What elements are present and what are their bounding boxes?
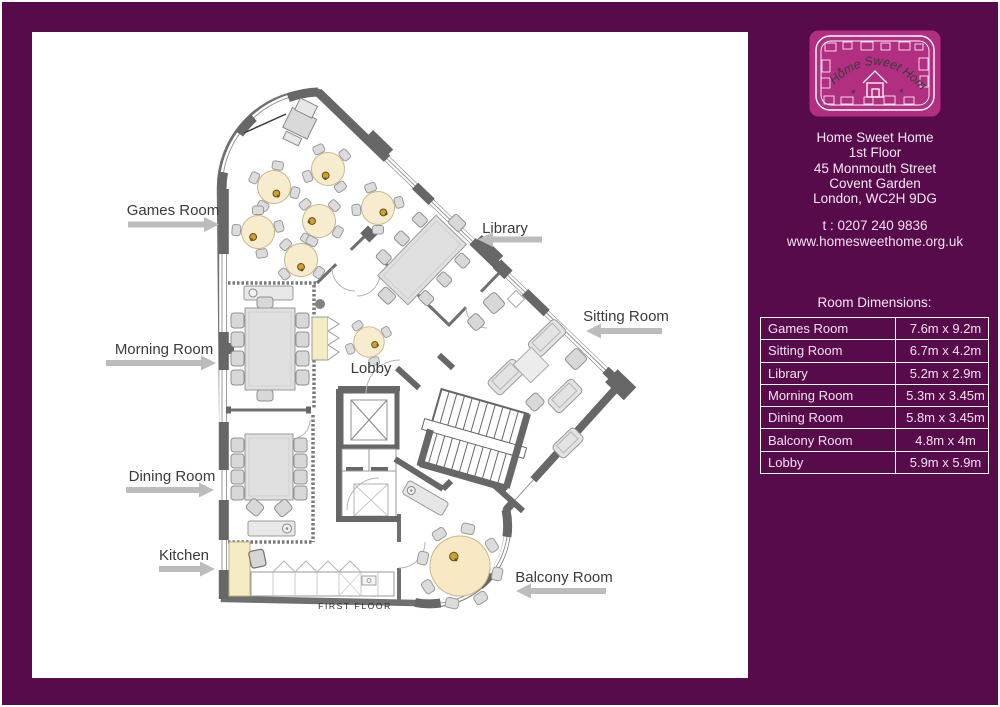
- info-panel: Home Sweet Home * * * Home Sweet Home 1st …: [748, 2, 998, 705]
- games-room-furniture: [225, 97, 413, 297]
- room-size-cell: 5.2m x 2.9m: [909, 365, 982, 381]
- room-size-cell: 4.8m x 4m: [915, 432, 976, 448]
- contact-block: t : 0207 240 9836 www.homesweethome.org.…: [748, 218, 998, 249]
- logo-stars: * * *: [837, 65, 904, 101]
- home-sweet-home-logo: Home Sweet Home ***: [806, 19, 941, 117]
- piano: [282, 97, 319, 147]
- room-size-cell: 7.6m x 9.2m: [909, 321, 982, 337]
- room-name-cell: Morning Room: [761, 384, 896, 407]
- logo-doodle-rooms: [820, 41, 929, 105]
- table-row: Morning Room 5.3m x 3.45m: [761, 383, 988, 407]
- arrow-balcony-room: [516, 583, 606, 599]
- arrow-dining-room: [126, 482, 214, 498]
- room-name-cell: Balcony Room: [761, 429, 896, 451]
- room-name-cell: Dining Room: [761, 407, 896, 429]
- label-balcony-room: Balcony Room: [515, 569, 613, 586]
- room-labels: Games Room Morning Room Dining Room Kitc…: [106, 202, 669, 611]
- arrow-morning-room: [106, 355, 216, 371]
- website-url: www.homesweethome.org.uk: [786, 233, 964, 249]
- table-row: Library 5.2m x 2.9m: [761, 361, 988, 384]
- table-row: Dining Room 5.8m x 3.45m: [761, 406, 988, 429]
- interior-walls: [226, 225, 513, 600]
- sitting-room-furniture: [467, 289, 587, 459]
- dining-room-furniture: [230, 433, 308, 537]
- label-morning-room: Morning Room: [115, 341, 213, 358]
- room-size-cell: 5.9m x 5.9m: [909, 454, 982, 470]
- phone-number: t : 0207 240 9836: [822, 218, 928, 234]
- room-name-cell: Games Room: [761, 318, 896, 340]
- label-lobby: Lobby: [351, 360, 392, 377]
- table-row: Sitting Room 6.7m x 4.2m: [761, 339, 988, 362]
- room-name-cell: Sitting Room: [761, 340, 896, 362]
- room-size-cell: 5.3m x 3.45m: [906, 388, 985, 404]
- address-line: 1st Floor: [848, 145, 902, 161]
- address-line: 45 Monmouth Street: [813, 160, 937, 176]
- shelving-cabinet: [311, 316, 340, 361]
- table-row: Games Room 7.6m x 9.2m: [761, 318, 988, 340]
- label-sitting-room: Sitting Room: [583, 308, 669, 325]
- room-name-cell: Library: [761, 362, 896, 384]
- label-library: Library: [482, 220, 528, 237]
- arrow-games-room: [128, 217, 219, 232]
- kitchen-furniture: [228, 541, 395, 597]
- logo-house-icon: [862, 70, 888, 98]
- room-size-cell: 6.7m x 4.2m: [909, 343, 982, 359]
- library-furniture: [375, 211, 471, 307]
- room-size-cell: 5.8m x 3.45m: [906, 410, 985, 426]
- svg-text:*: *: [851, 87, 856, 101]
- arrow-library: [478, 232, 542, 247]
- label-first-floor: FIRST FLOOR: [318, 601, 392, 611]
- svg-text:*: *: [837, 65, 842, 79]
- morning-room-furniture: [230, 285, 340, 402]
- dimensions-title: Room Dimensions:: [817, 295, 932, 310]
- room-dimensions: Room Dimensions: Games Room 7.6m x 9.2m …: [760, 295, 989, 475]
- svg-text:*: *: [899, 86, 904, 100]
- arrow-sitting-room: [586, 323, 662, 339]
- address-line: London, WC2H 9DG: [813, 191, 937, 207]
- table-row: Balcony Room 4.8m x 4m: [761, 428, 988, 451]
- address-block: Home Sweet Home 1st Floor 45 Monmouth St…: [748, 130, 998, 207]
- label-dining-room: Dining Room: [129, 468, 216, 485]
- staircase: [416, 387, 531, 492]
- room-name-cell: Lobby: [761, 451, 896, 474]
- table-row: Lobby 5.9m x 5.9m: [761, 450, 988, 474]
- label-games-room: Games Room: [127, 202, 220, 219]
- address-line: Covent Garden: [829, 175, 921, 191]
- stair-core: [336, 352, 531, 522]
- arrow-kitchen: [159, 561, 215, 577]
- company-name: Home Sweet Home: [816, 130, 934, 145]
- dimensions-table: Games Room 7.6m x 9.2m Sitting Room 6.7m…: [760, 317, 989, 475]
- hall-bench: [402, 480, 449, 516]
- label-kitchen: Kitchen: [159, 547, 209, 564]
